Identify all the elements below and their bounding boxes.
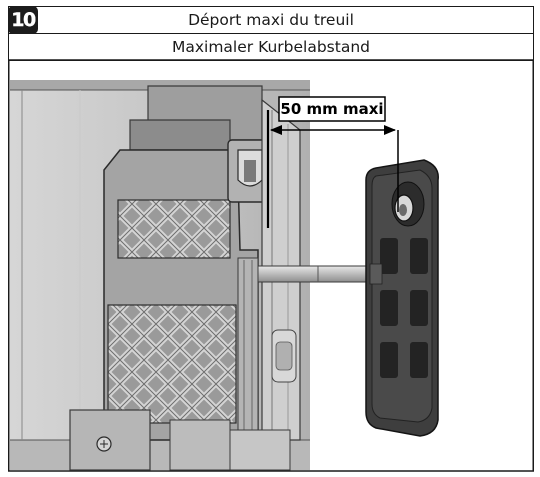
bearing-clip [227,139,273,203]
dimension-label: 50 mm maxi [279,97,385,121]
step-number-badge: 10 [8,6,38,34]
crank-handle-icon [365,159,439,437]
title-german-text: Maximaler Kurbelabstand [171,38,370,56]
bottom-fittings [69,409,291,471]
dimension-annotation [266,96,399,228]
title-french-text: Déport maxi du treuil [188,11,354,29]
title-french: Déport maxi du treuil [8,6,534,34]
dimension-value: 50 mm maxi [280,100,384,118]
winch-body [103,149,259,441]
drive-shaft [257,265,379,283]
step-number: 10 [11,9,36,31]
